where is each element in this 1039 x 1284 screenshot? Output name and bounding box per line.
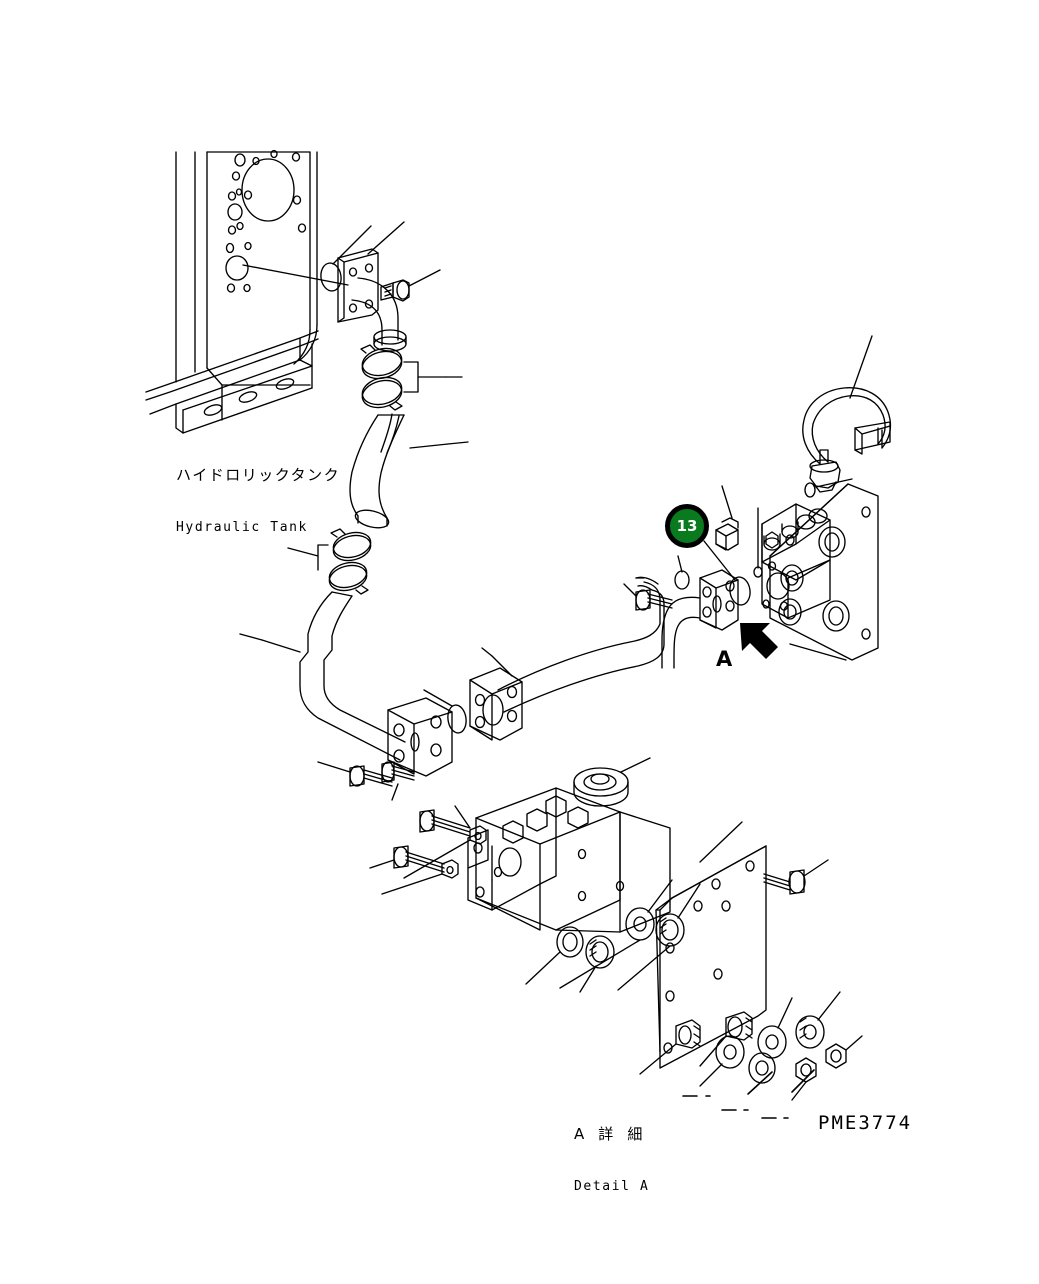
pressure-sensor-harness [802,335,892,493]
hex-nut [825,1043,847,1069]
tank-flange-bolts [380,269,441,302]
valve-block-assembly [761,483,879,661]
detail-a-valve-block [467,757,671,933]
center-suction-tube [497,581,665,713]
section-arrow-letter: A [716,647,733,671]
drawing-number: PME3774 [818,1112,913,1134]
detail-a-back-plate [655,821,767,1069]
hydraulic-tank-caption-jp: ハイドロリックタンク [176,465,341,484]
left-suction-tube [261,591,406,761]
hose-clamps [360,344,447,411]
valve-small-oring [804,482,816,498]
plate-bolt-upper-right [763,859,829,895]
tank-port-oring [320,262,342,292]
upper-suction-hose [349,413,449,529]
hydraulic-tank-caption-en: Hydraulic Tank [176,519,308,535]
callout-13-leader [703,540,736,581]
detail-a-bolts [369,805,487,895]
center-flange-left [469,655,523,741]
tank-mounting-bracket [145,330,319,434]
leader-lines [239,376,493,657]
hex-nut [795,1057,817,1083]
square-washer [469,825,487,845]
left-pipe-flange [387,697,453,777]
tank-elbow-flange [337,248,407,352]
callout-badge-13-label: 13 [676,517,698,535]
right-elbow-bolts [623,555,690,611]
tank-hole-pattern [225,149,307,293]
section-arrow-a [740,623,778,659]
left-flange-bolts [317,761,415,801]
detail-a-top-port [573,757,651,807]
section-dash-lines [682,1069,815,1119]
detail-a-caption-jp: A 詳 細 [574,1124,644,1143]
hydraulic-tank-caption: ハイドロリックタンク Hydraulic Tank [176,430,340,573]
valve-fitting-small [715,485,739,551]
left-flange-oring [447,704,467,734]
hose-clamps-lower [287,528,372,595]
hydraulic-tank-body [175,151,318,421]
detail-a-fasteners [525,879,863,1101]
detail-a-caption-en: Detail A [574,1178,650,1194]
valve-port-bosses [778,526,850,632]
valve-port-oring [729,576,751,606]
square-washer [441,859,459,879]
right-elbow-flange [635,569,739,669]
callout-badge-13[interactable]: 13 [665,504,709,548]
detail-a-caption: A 詳 細 Detail A [574,1089,649,1232]
